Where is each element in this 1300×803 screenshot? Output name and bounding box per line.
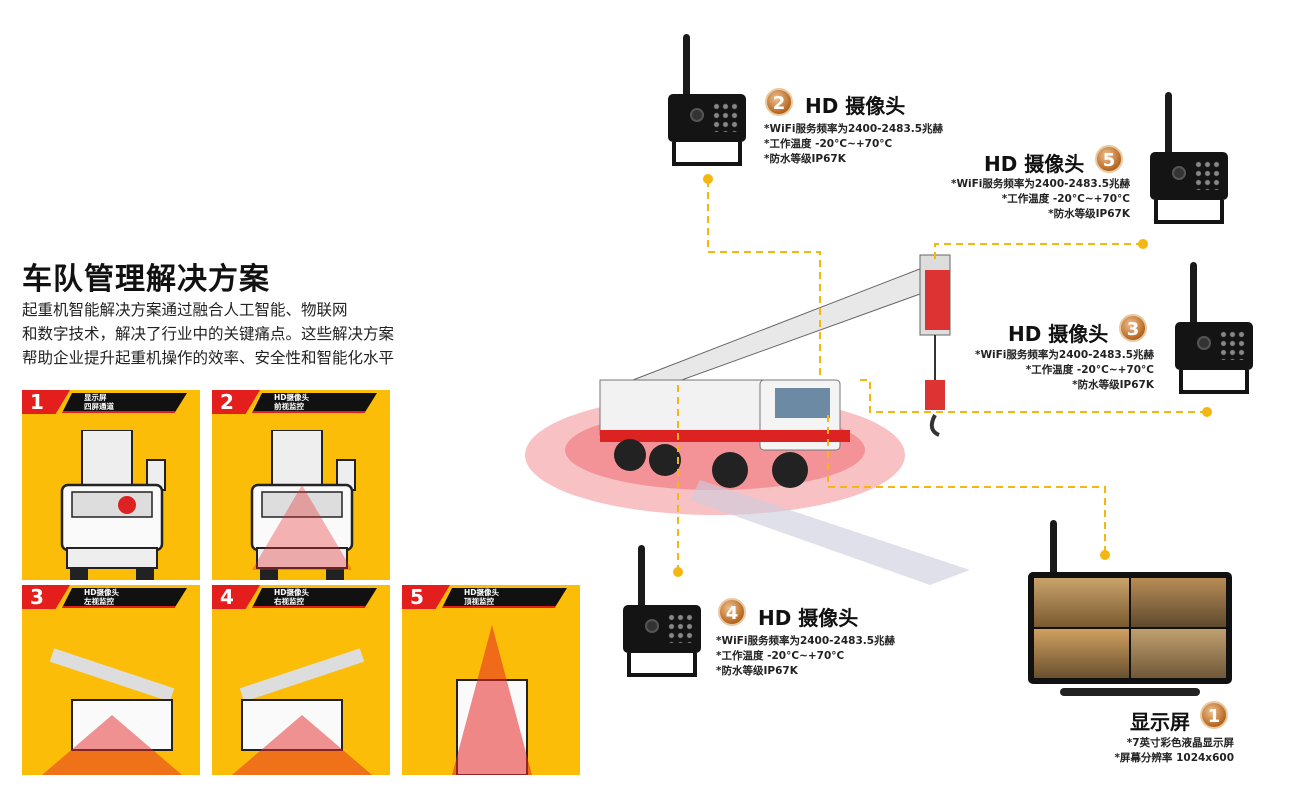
page-title: 车队管理解决方案	[22, 262, 270, 297]
crane-left-illustration	[42, 648, 182, 775]
monitor-specs: *7英寸彩色液晶显示屏*屏幕分辨率 1024x600	[1114, 737, 1234, 764]
description-line: 帮助企业提升起重机操作的效率、安全性和智能化水平	[22, 349, 395, 367]
connector-dot	[1138, 239, 1148, 249]
panel-3: 3 HD摄像头左视监控	[22, 585, 200, 775]
panel-2: 2 HD摄像头前视监控	[212, 390, 390, 580]
description: 起重机智能解决方案通过融合人工智能、物联网 和数字技术，解决了行业中的关键痛点。…	[22, 298, 452, 370]
crane-top-illustration	[452, 625, 532, 775]
camera-specs: *WiFi服务频率为2400-2483.5兆赫*工作温度 -20°C~+70°C…	[716, 635, 896, 677]
connector-lines	[677, 180, 1207, 572]
panel-label: HD摄像头顶视监控	[464, 588, 500, 606]
panel-number: 5	[410, 585, 424, 609]
connector-dot	[1100, 550, 1110, 560]
panel-1: 1 显示屏四屏通道	[22, 390, 200, 580]
description-line: 和数字技术，解决了行业中的关键痛点。这些解决方案	[22, 325, 395, 343]
panel-number: 3	[30, 585, 44, 609]
camera-image	[623, 545, 701, 677]
camera-image	[668, 34, 746, 166]
monitor-image	[1028, 572, 1232, 684]
description-line: 起重机智能解决方案通过融合人工智能、物联网	[22, 301, 348, 319]
panel-label: HD摄像头左视监控	[84, 588, 120, 606]
camera-title: HD 摄像头	[805, 94, 906, 118]
badge-number: 4	[718, 598, 746, 626]
panel-number: 2	[220, 390, 234, 414]
monitor-title: 显示屏	[1130, 710, 1190, 734]
crane-truck	[599, 254, 951, 488]
panel-4: 4 HD摄像头右视监控	[212, 585, 390, 775]
camera-title: HD 摄像头	[758, 606, 859, 630]
crane-front-illustration	[60, 430, 167, 580]
camera-title: HD 摄像头	[984, 152, 1085, 176]
monitor-stand	[1060, 688, 1200, 696]
panel-number: 4	[220, 585, 234, 609]
badge-number: 5	[1095, 145, 1123, 173]
connector-dot	[1202, 407, 1212, 417]
badge-number: 1	[1200, 701, 1228, 729]
panel-number: 1	[30, 390, 44, 414]
badge-number: 3	[1119, 314, 1147, 342]
panel-label: 显示屏四屏通道	[84, 393, 114, 411]
connector-dot	[703, 174, 713, 184]
camera-specs: *WiFi服务频率为2400-2483.5兆赫*工作温度 -20°C~+70°C…	[974, 349, 1154, 391]
camera-title: HD 摄像头	[1008, 322, 1109, 346]
panel-label: HD摄像头前视监控	[274, 393, 310, 411]
camera-specs: *WiFi服务频率为2400-2483.5兆赫*工作温度 -20°C~+70°C…	[950, 178, 1130, 220]
connector-dot	[673, 567, 683, 577]
shadow	[690, 480, 970, 585]
crane-front-illustration	[250, 430, 357, 580]
camera-image	[1150, 92, 1228, 224]
panel-5: 5 HD摄像头顶视监控	[402, 585, 580, 775]
camera-specs: *WiFi服务频率为2400-2483.5兆赫*工作温度 -20°C~+70°C…	[764, 123, 944, 165]
crane-right-illustration	[232, 648, 372, 775]
monitor-antenna	[1050, 520, 1057, 580]
camera-image	[1175, 262, 1253, 394]
panel-label: HD摄像头右视监控	[274, 588, 310, 606]
badge-number: 2	[765, 88, 793, 116]
